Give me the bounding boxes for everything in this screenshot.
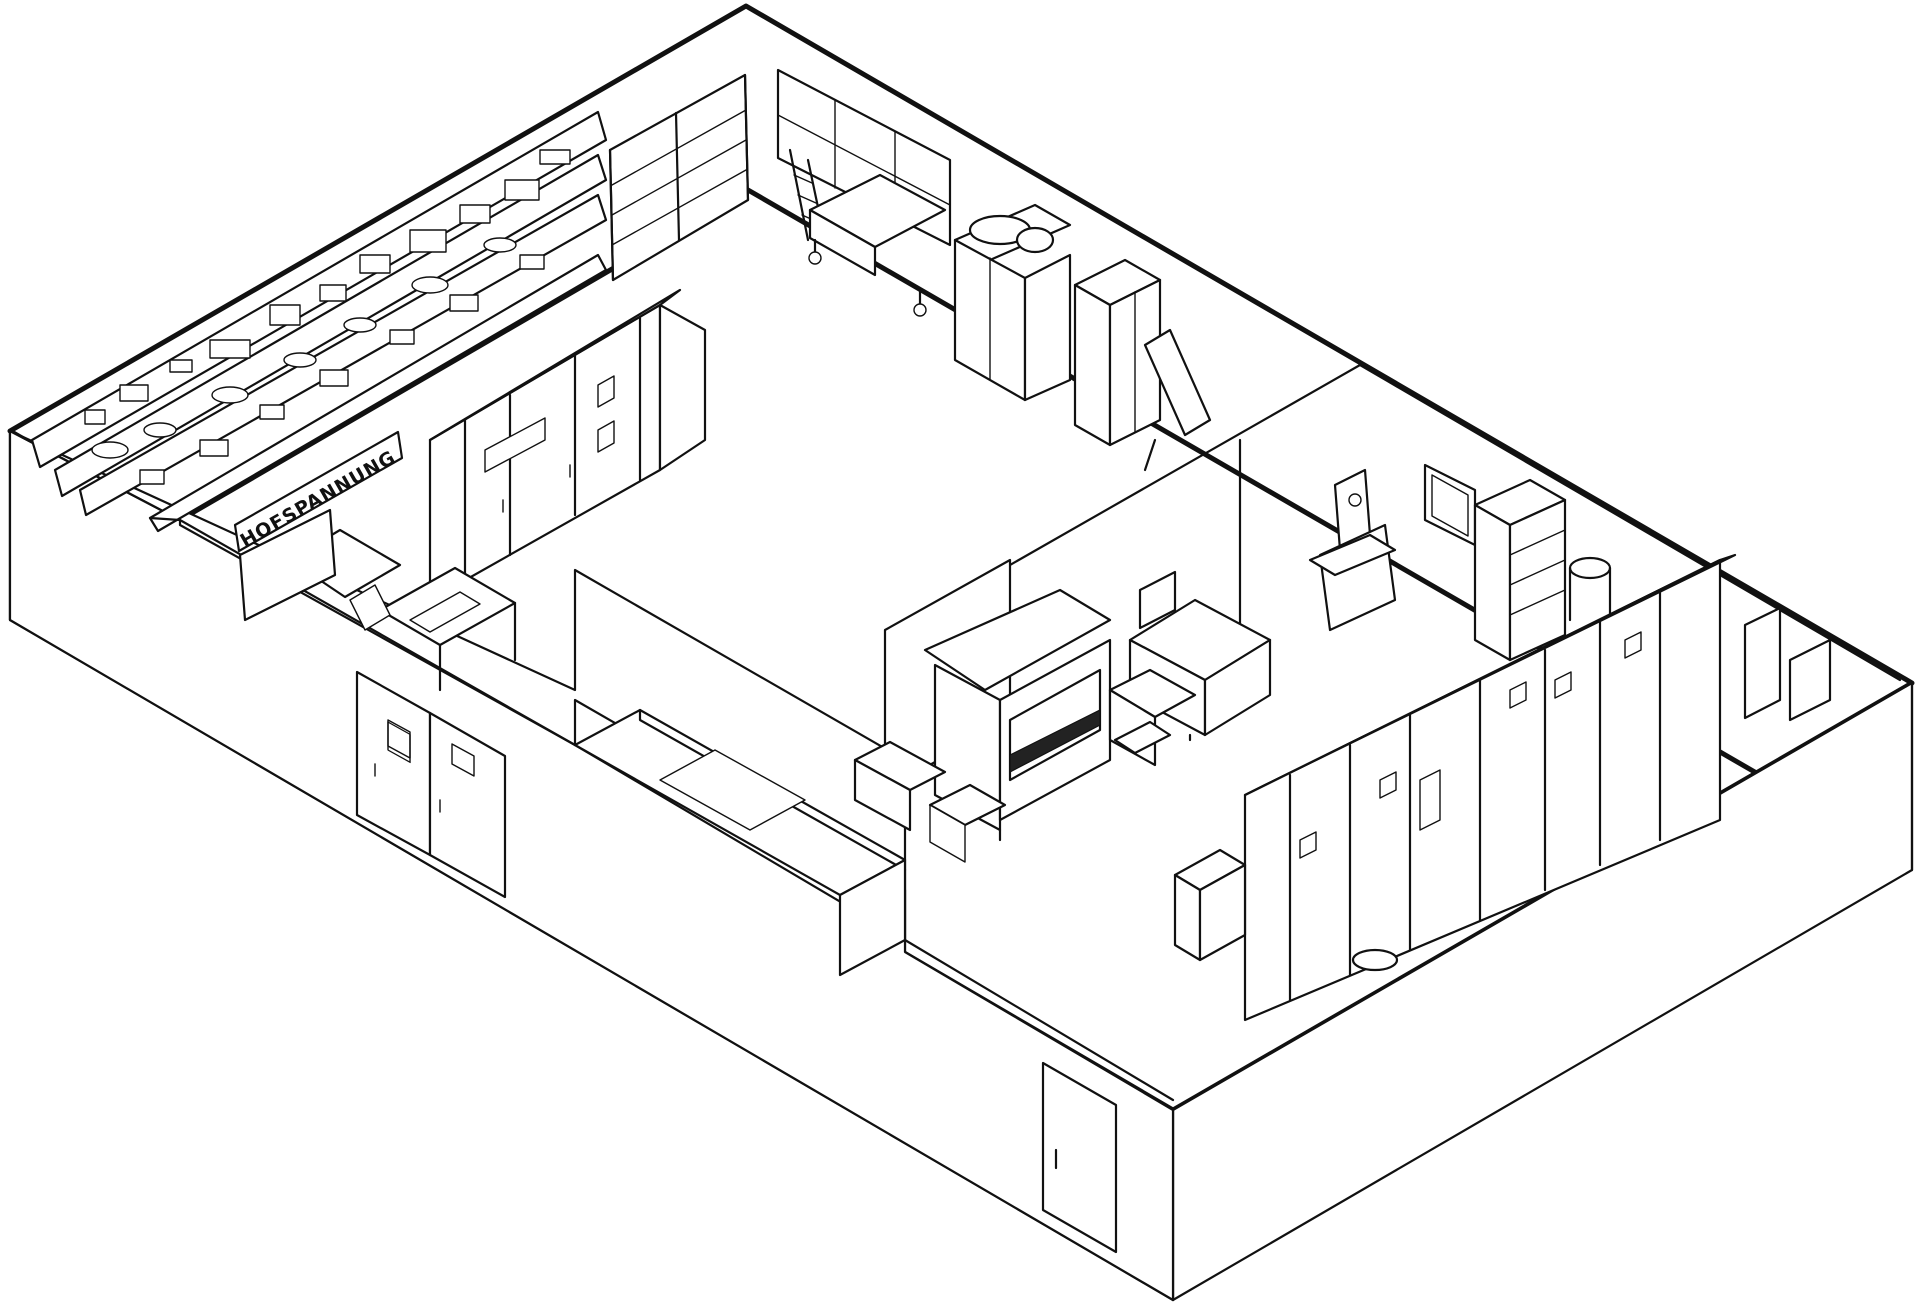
whiteboard-easel	[1143, 328, 1212, 472]
corner-rack	[608, 73, 750, 282]
trash-bin	[1351, 948, 1399, 972]
single-door[interactable]	[1041, 1061, 1118, 1254]
front-left-wall-face	[8, 429, 1175, 1302]
bulletin-board-corner	[1743, 606, 1832, 722]
sink-counter	[1173, 848, 1247, 962]
desk-with-chair	[238, 508, 517, 692]
side-bench	[1108, 668, 1197, 767]
shelving-unit-right	[1473, 478, 1567, 662]
barrel	[1568, 556, 1612, 622]
rolling-workbench	[808, 173, 947, 317]
framed-picture	[1423, 463, 1477, 547]
front-partition	[573, 708, 907, 977]
milling-machine	[1308, 468, 1397, 632]
tall-lockers-left	[428, 288, 707, 602]
storage-cabinet-back	[953, 203, 1072, 402]
locker-pair-back	[1073, 258, 1162, 447]
workbench-center	[1128, 570, 1272, 742]
crates-front	[853, 740, 1007, 863]
locker-row-right	[1243, 553, 1737, 1022]
large-cabinet-machine	[883, 558, 1112, 842]
left-back-shelving	[30, 110, 608, 533]
double-door[interactable]	[355, 670, 507, 899]
